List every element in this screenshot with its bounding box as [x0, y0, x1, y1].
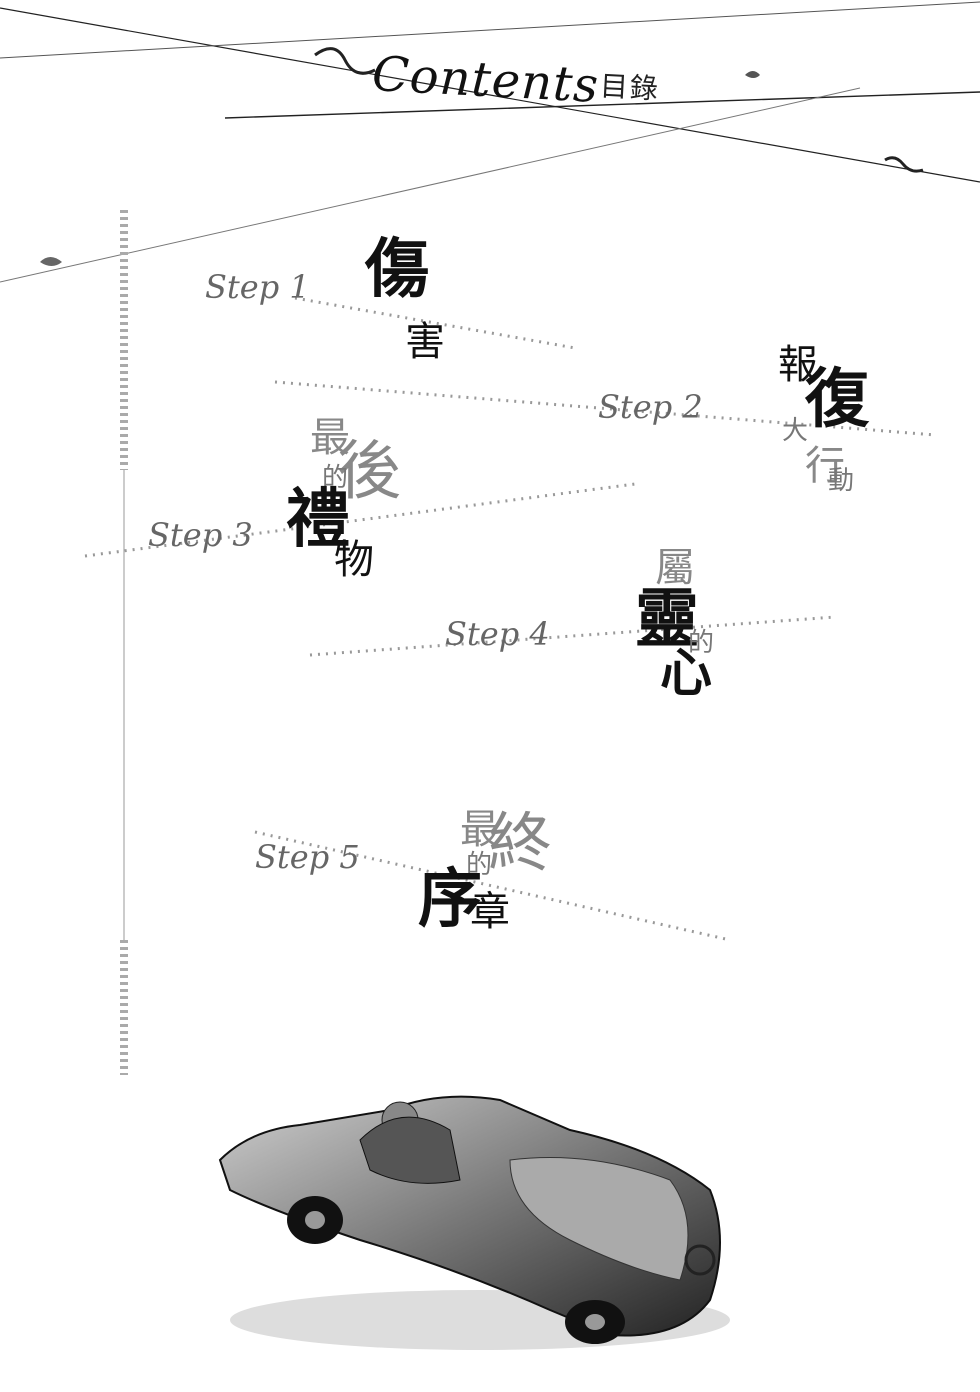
step-5-char-3: 的 [466, 850, 493, 880]
step-4-char-1: 屬 [655, 545, 695, 591]
step-3-char-4: 禮 [286, 482, 350, 557]
step-3-char-1: 最 [310, 415, 350, 461]
step-4-label[interactable]: Step 4 [445, 615, 550, 653]
step-5-char-1: 最 [460, 807, 500, 853]
step-2-label[interactable]: Step 2 [598, 388, 703, 426]
step-2-char-1: 報 [778, 342, 818, 388]
step-3-label[interactable]: Step 3 [148, 516, 253, 554]
step-4-char-4: 心 [660, 643, 713, 704]
step-5-char-5: 章 [470, 889, 510, 935]
step-2-char-5: 動 [828, 466, 855, 496]
contents-title: Contents [370, 46, 601, 114]
contents-subtitle: 目錄 [599, 71, 661, 106]
step-3-char-3: 的 [322, 463, 349, 493]
step-5-label[interactable]: Step 5 [255, 838, 360, 876]
step-2-char-2: 復 [805, 362, 869, 437]
step-4-char-3: 的 [688, 628, 715, 658]
step-5-char-2: 終 [488, 807, 552, 881]
step-2-char-4: 行 [805, 443, 845, 489]
step-5-char-4: 序 [418, 862, 482, 937]
step-3-char-5: 物 [334, 537, 374, 583]
step-1-char-1: 傷 [365, 232, 429, 307]
race-car-icon [218, 1095, 730, 1350]
step-1-char-2: 害 [405, 319, 445, 365]
step-3-char-2: 後 [337, 435, 401, 509]
step-4-char-2: 靈 [635, 582, 699, 657]
step-1-label[interactable]: Step 1 [205, 268, 310, 306]
step-2-char-3: 大 [782, 416, 809, 446]
